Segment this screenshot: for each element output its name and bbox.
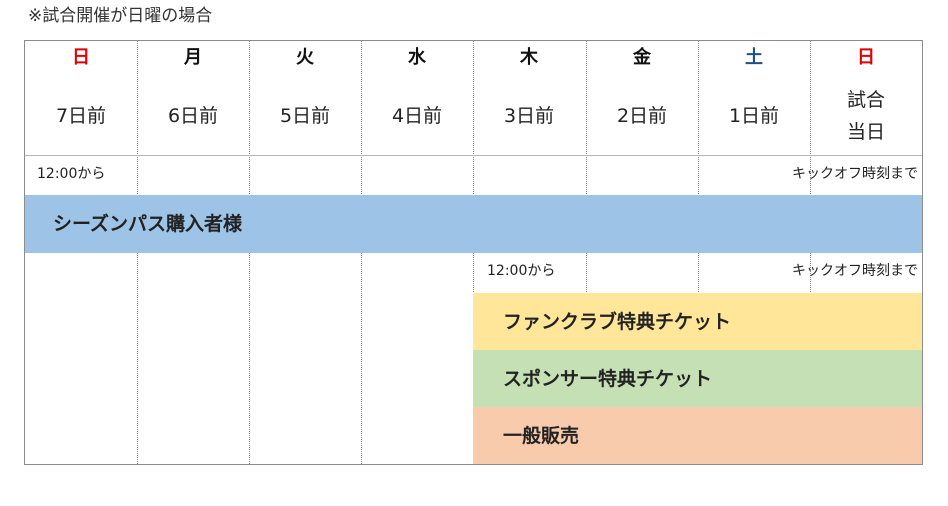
day-label-tue: 火	[296, 47, 314, 68]
day-label-match-sun: 日	[857, 47, 875, 68]
page-title: ※試合開催が日曜の場合	[28, 6, 213, 26]
day-label-wed: 水	[408, 47, 426, 68]
member-sales-start-note: 12:00から	[487, 263, 556, 279]
season-pass-label: シーズンパス購入者様	[53, 213, 243, 235]
day-label-sun: 日	[72, 47, 90, 68]
general-sale-label: 一般販売	[503, 424, 580, 447]
day-label-sat: 土	[745, 47, 763, 68]
row-divider	[25, 155, 922, 156]
season-pass-end-note: キックオフ時刻まで	[792, 166, 918, 182]
member-sales-end-note: キックオフ時刻まで	[792, 263, 918, 279]
fanclub-label: ファンクラブ特典チケット	[503, 310, 732, 333]
days-before-label: 3日前	[503, 105, 555, 127]
season-pass-start-note: 12:00から	[37, 166, 106, 182]
days-before-label: 6日前	[167, 105, 219, 127]
sponsor-label: スポンサー特典チケット	[503, 367, 713, 390]
days-before-label: 1日前	[728, 105, 780, 127]
sponsor-band: スポンサー特典チケット	[473, 350, 922, 407]
fanclub-band: ファンクラブ特典チケット	[473, 293, 922, 350]
day-label-fri: 金	[633, 47, 651, 68]
days-before-label: 5日前	[279, 105, 331, 127]
sales-schedule-table: 日 月 火 水 木 金 土 日 7日前 6日前 5日前 4日前 3日前 2日前 …	[24, 40, 923, 465]
general-sale-band: 一般販売	[473, 407, 922, 464]
day-label-mon: 月	[184, 47, 202, 68]
match-day-label: 試合 当日	[846, 89, 885, 143]
days-before-label: 4日前	[391, 105, 443, 127]
season-pass-band: シーズンパス購入者様	[25, 195, 922, 253]
days-before-label: 2日前	[616, 105, 668, 127]
days-before-label: 7日前	[55, 105, 107, 127]
day-label-thu: 木	[520, 47, 538, 68]
